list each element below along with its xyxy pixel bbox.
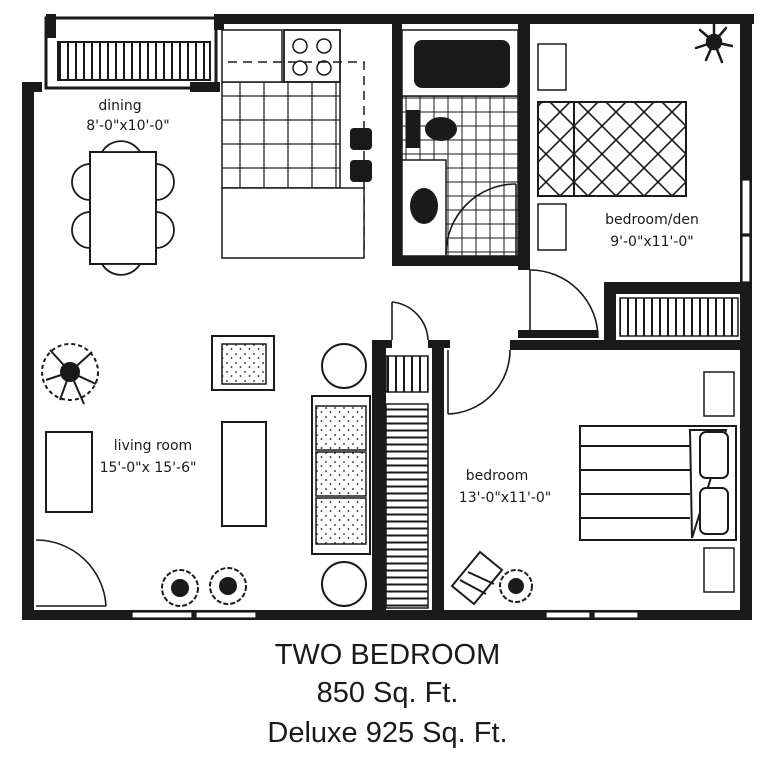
bar-stool-icon [350, 128, 372, 182]
potted-plant-icon [161, 567, 247, 607]
desk-icon [45, 431, 93, 513]
bathroom [401, 29, 519, 257]
bed-icon [579, 425, 737, 541]
kitchen [221, 29, 372, 259]
room-name-dining: dining [98, 98, 141, 114]
sofa-icon [311, 395, 371, 555]
coffee-table-icon [221, 421, 267, 527]
closet-icon [619, 297, 739, 337]
hall-closet [385, 301, 511, 609]
floor-plan: dining 8'-0"x10'-0" bedroom/den 9'-0"x11… [22, 14, 754, 620]
stove-icon [283, 29, 341, 83]
balcony-railing [44, 16, 218, 90]
end-table-icon [321, 343, 367, 389]
bed-icon [537, 101, 687, 197]
end-table-icon [321, 561, 367, 607]
toilet-icon [406, 110, 457, 148]
nightstand-icon [537, 43, 567, 91]
room-name-bedroom-den: bedroom/den [605, 212, 699, 228]
unit-area: 850 Sq. Ft. [316, 677, 459, 709]
unit-type-title: TWO BEDROOM [274, 639, 501, 671]
room-size-dining: 8'-0"x10'-0" [86, 118, 170, 134]
rocking-chair-icon [450, 550, 504, 606]
exterior-walls [22, 14, 754, 620]
sink-icon [401, 159, 447, 257]
deluxe-area: Deluxe 925 Sq. Ft. [267, 717, 508, 749]
potted-plant-icon [499, 569, 533, 603]
room-name-bedroom: bedroom [466, 468, 529, 484]
windows [131, 179, 751, 619]
interior-walls [372, 24, 750, 612]
bathtub-icon [401, 29, 519, 97]
dining-area [71, 140, 175, 276]
room-size-bedroom-den: 9'-0"x11'-0" [610, 234, 694, 250]
tree-icon [41, 343, 99, 405]
dining-table-icon [89, 151, 157, 265]
room-size-living-room: 15'-0"x 15'-6" [100, 460, 197, 476]
living-area [35, 335, 371, 607]
chair-icon [71, 140, 175, 276]
room-name-living-room: living room [114, 438, 192, 454]
nightstand-icon [703, 371, 735, 417]
nightstand-icon [703, 547, 735, 593]
room-size-bedroom: 13'-0"x11'-0" [459, 490, 551, 506]
armchair-icon [211, 335, 275, 391]
bedroom-den [529, 22, 739, 339]
nightstand-icon [537, 203, 567, 251]
main-bedroom [450, 371, 737, 606]
plant-icon [694, 22, 734, 64]
